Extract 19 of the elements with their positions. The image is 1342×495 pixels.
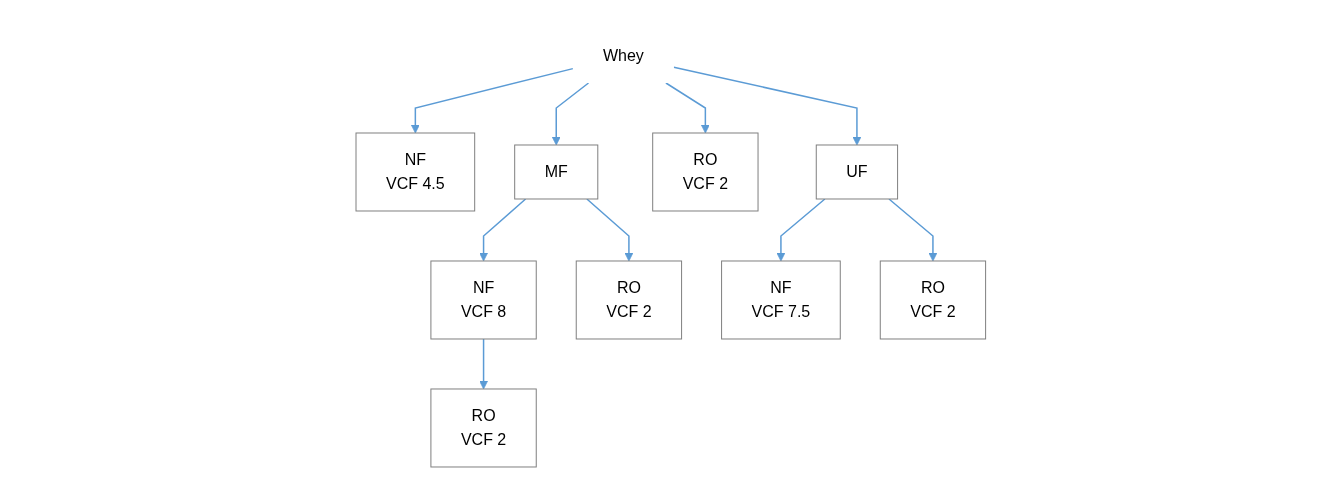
arrow <box>665 81 710 133</box>
node-box: RO VCF 2 <box>879 260 987 339</box>
arrow <box>479 197 527 261</box>
arrow <box>673 66 862 145</box>
node-box: NF VCF 8 <box>430 260 537 339</box>
arrow <box>552 81 590 145</box>
arrow <box>411 67 574 133</box>
node-box: RO VCF 2 <box>652 132 759 211</box>
node-box: MF <box>514 144 599 199</box>
node-box: UF <box>815 144 899 199</box>
node-box: RO VCF 2 <box>430 388 537 467</box>
arrow <box>586 197 634 261</box>
node-box: NF VCF 4.5 <box>355 132 476 211</box>
arrow <box>479 337 489 389</box>
node-box: RO VCF 2 <box>575 260 683 339</box>
node-text: Whey <box>603 46 644 64</box>
node-box: NF VCF 7.5 <box>721 260 841 339</box>
arrow <box>776 197 826 261</box>
arrow <box>888 197 938 261</box>
